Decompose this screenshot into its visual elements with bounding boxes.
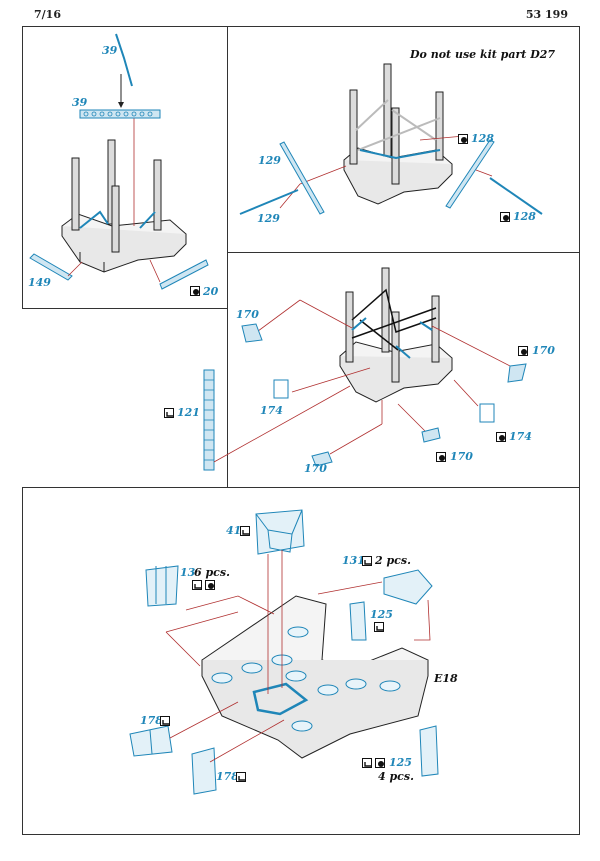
part-label-170-right: 170: [532, 344, 555, 357]
part-label-121: 121: [177, 406, 200, 419]
fold-icon: [496, 432, 506, 442]
part-label-129-bottom: 129: [257, 212, 280, 225]
step4-part-41: [255, 509, 305, 555]
part-label-174-left: 174: [260, 404, 283, 417]
step2-part-129-long: [279, 141, 325, 215]
step-4-panel: [22, 487, 580, 835]
bend-icon: [192, 580, 202, 590]
part-label-170-center: 170: [450, 450, 473, 463]
part-label-178-right: 178: [216, 770, 239, 783]
part-label-13: 13: [180, 566, 196, 579]
step1-part-149-strip: [29, 253, 73, 281]
kit-part-label-e18: E18: [434, 672, 458, 685]
step4-part-131: [383, 569, 433, 605]
step4-base-drawing: [201, 595, 429, 759]
step4-part-41-frame: [252, 682, 309, 716]
fold-icon: [205, 580, 215, 590]
part-label-125-upper: 125: [370, 608, 393, 621]
fold-icon: [500, 212, 510, 222]
set-number: 53 199: [525, 8, 568, 21]
fold-icon: [436, 452, 446, 462]
bend-icon: [236, 772, 246, 782]
bend-icon: [240, 526, 250, 536]
step4-part-125-b: [419, 725, 439, 777]
step1-posts: [71, 139, 162, 253]
step4-wells: [211, 626, 401, 732]
part-label-20: 20: [203, 285, 219, 298]
bend-icon: [362, 758, 372, 768]
step3-part-174-b: [479, 403, 495, 423]
step3-part-170-a: [241, 323, 263, 343]
fold-icon: [518, 346, 528, 356]
part-label-178-left: 178: [140, 714, 163, 727]
part-label-174-right: 174: [509, 430, 532, 443]
part-label-39: 39: [72, 96, 88, 109]
part-label-149: 149: [28, 276, 51, 289]
part-13-quantity: 6 pcs.: [194, 566, 230, 579]
part-label-128-bottom: 128: [513, 210, 536, 223]
part-label-128-top: 128: [471, 132, 494, 145]
step3-part-170-b: [311, 451, 333, 467]
bend-icon: [374, 622, 384, 632]
step2-part-129-short: [239, 189, 299, 215]
step1-blue-braces: [79, 210, 156, 229]
part-label-170-bottom: 170: [304, 462, 327, 475]
bend-icon: [362, 556, 372, 566]
part-125-quantity: 4 pcs.: [378, 770, 414, 783]
fold-icon: [375, 758, 385, 768]
step2-part-128-short: [489, 177, 543, 215]
step3-part-174-a: [273, 379, 289, 399]
part-label-41: 41: [226, 524, 242, 537]
part-label-129-top: 129: [258, 154, 281, 167]
step2-part-128-long: [445, 139, 495, 209]
step3-part-170-c: [507, 363, 527, 383]
part-label-131: 131: [342, 554, 365, 567]
part-label-39-top: 39: [102, 44, 118, 57]
page-number: 7/16: [34, 8, 61, 21]
bend-icon: [160, 716, 170, 726]
fold-icon: [190, 286, 200, 296]
bend-icon: [164, 408, 174, 418]
step4-part-178-a: [129, 725, 173, 757]
step4-part-13: [145, 565, 179, 607]
kit-part-note: Do not use kit part D27: [410, 48, 556, 61]
step1-part-39-wire: [115, 33, 133, 87]
step3-part-170-d: [421, 427, 441, 443]
step4-part-125-a: [349, 601, 367, 641]
step4-part-178-b: [191, 747, 217, 795]
part-label-170-left: 170: [236, 308, 259, 321]
step1-part-20-strip: [159, 259, 209, 290]
part-label-125-lower: 125: [389, 756, 412, 769]
part-131-quantity: 2 pcs.: [375, 554, 411, 567]
fold-icon: [458, 134, 468, 144]
